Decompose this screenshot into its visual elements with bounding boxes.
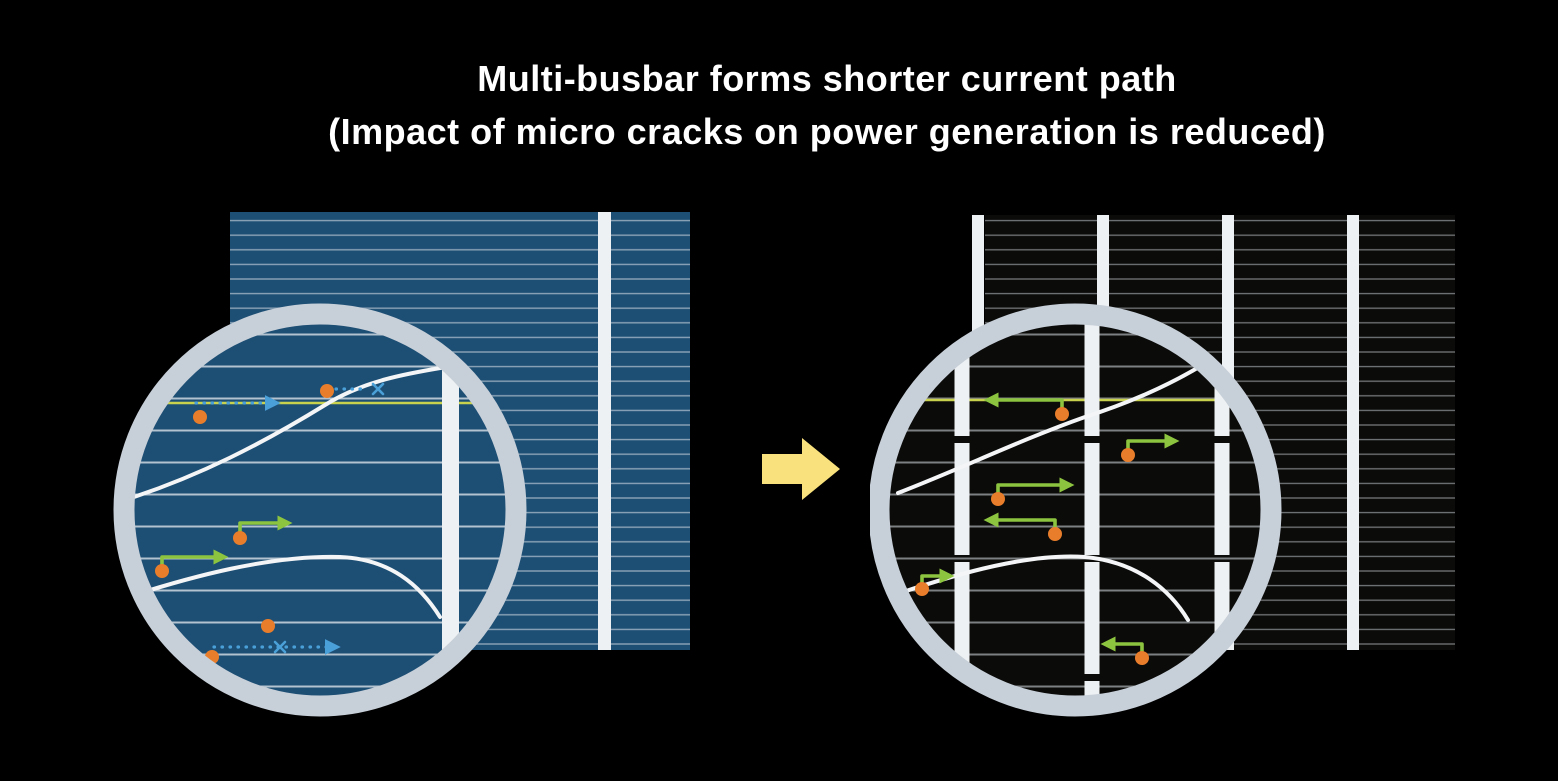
- generation-point: [1121, 448, 1135, 462]
- conventional-busbar-cell-diagram: [113, 212, 690, 717]
- generation-point: [193, 410, 207, 424]
- magnified-cell-surface: [889, 324, 1261, 696]
- magnifier-view: [134, 324, 506, 696]
- generation-point: [915, 582, 929, 596]
- generation-points: [915, 407, 1149, 665]
- generation-point: [261, 619, 275, 633]
- generation-point: [233, 531, 247, 545]
- magnifier-ring: [113, 303, 527, 717]
- right-arrow-icon: [762, 438, 840, 500]
- generation-point: [991, 492, 1005, 506]
- magnified-busbar: [442, 324, 459, 696]
- busbar: [1347, 215, 1359, 650]
- generation-points: [155, 384, 334, 664]
- multi-busbar-cell-diagram: [870, 215, 1455, 717]
- title-line-1: Multi-busbar forms shorter current path: [477, 58, 1177, 99]
- generation-point: [155, 564, 169, 578]
- title-line-2: (Impact of micro cracks on power generat…: [328, 111, 1326, 152]
- micro-crack: [134, 554, 442, 619]
- micro-crack: [896, 355, 1217, 495]
- magnifier-ring: [870, 303, 1282, 717]
- busbar: [598, 212, 611, 650]
- magnifier: [870, 303, 1282, 717]
- micro-crack: [134, 365, 448, 499]
- blocked-path-x-icon: [273, 640, 287, 654]
- generation-point: [320, 384, 334, 398]
- generation-point: [1048, 527, 1062, 541]
- blocked-path-x-icon: [371, 382, 385, 396]
- magnifier-view: [889, 324, 1261, 696]
- magnifier: [113, 303, 527, 717]
- generation-point: [1135, 651, 1149, 665]
- transition-arrow: [762, 438, 840, 500]
- generation-point: [1055, 407, 1069, 421]
- figure-title: Multi-busbar forms shorter current path …: [48, 52, 1558, 158]
- long-current-path: [194, 382, 385, 655]
